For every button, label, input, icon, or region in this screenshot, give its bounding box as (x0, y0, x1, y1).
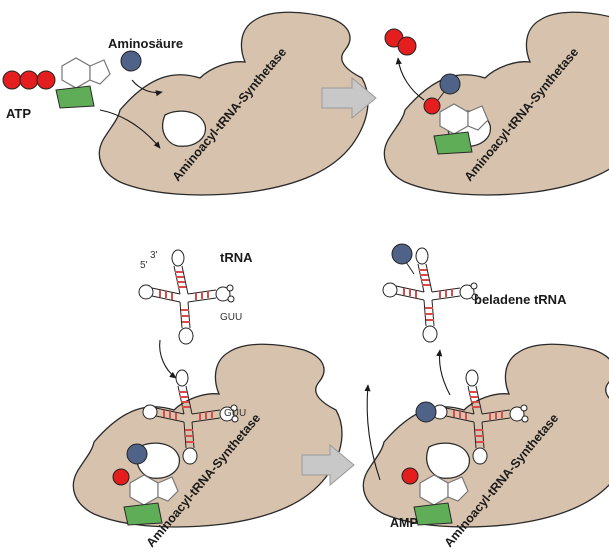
flow-arrow (159, 339, 177, 379)
panel-3: tRNA GUU 5' 3' GUU Aminoacyl-tRNA-Synthe… (72, 249, 343, 550)
anticodon-label: GUU (220, 312, 242, 323)
pyrophosphate (384, 28, 417, 56)
enzyme-2 (383, 11, 609, 196)
flow-arrow (99, 109, 161, 149)
panel-4: beladene tRNA AMP Aminoacyl-tRNA-Synthet… (362, 243, 609, 550)
amino-acid-1 (120, 50, 142, 72)
amp-phosphate (401, 467, 419, 485)
phosphate-group-1 (2, 70, 56, 90)
end-5-label: 5' (140, 260, 148, 271)
panel-2: Aminoacyl-tRNA-Synthetase (383, 11, 609, 196)
flow-arrow (395, 57, 425, 101)
anticodon-label: GUU (224, 408, 246, 419)
aminoacid-label: Aminosäure (108, 36, 183, 51)
phosphate-3 (112, 468, 130, 486)
loaded-trna-label: beladene tRNA (474, 292, 567, 307)
enzyme-3 (72, 343, 343, 528)
amino-acid-3 (126, 443, 148, 465)
process-arrow-icon (321, 76, 377, 120)
atp-label: ATP (6, 106, 31, 121)
panel-1: ATP Aminosäure Aminoacyl-tRNA-Synthetase (2, 11, 369, 196)
process-arrow-icon (301, 443, 355, 487)
phosphate-2 (423, 97, 441, 115)
trna-label: tRNA (220, 250, 253, 265)
amino-acid-5 (415, 401, 437, 423)
atp-molecule-1 (55, 57, 111, 109)
flow-arrow (364, 384, 381, 481)
flow-arrow (131, 79, 163, 97)
amino-acid-4 (391, 243, 413, 265)
flow-arrow (436, 349, 451, 396)
end-3-label: 3' (150, 250, 158, 261)
amino-acid-2 (439, 73, 461, 95)
amp-label: AMP (390, 516, 418, 530)
